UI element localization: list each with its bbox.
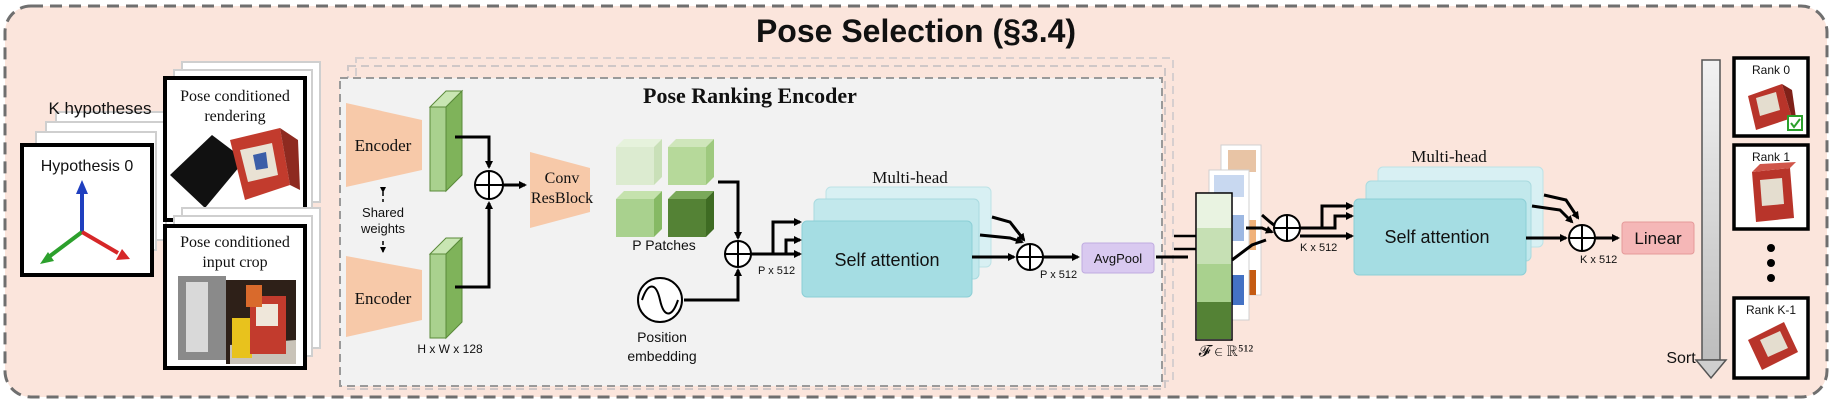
attention-dim-label: P x 512 bbox=[1040, 269, 1077, 281]
attention-residual-plus-icon bbox=[1016, 243, 1044, 271]
multihead-2-label: Multi-head bbox=[1411, 147, 1487, 166]
sort-arrow bbox=[1694, 59, 1728, 380]
multihead-1-label: Multi-head bbox=[872, 168, 948, 187]
feature-map-top bbox=[428, 89, 464, 193]
concat-plus-icon bbox=[474, 170, 504, 200]
axes-icon bbox=[40, 180, 130, 264]
feature-vectors bbox=[1195, 144, 1262, 341]
rendered-object-image bbox=[170, 128, 300, 208]
shared-weights-line2: weights bbox=[360, 221, 406, 236]
rank-last-label: Rank K-1 bbox=[1746, 303, 1796, 317]
shared-weights-line1: Shared bbox=[362, 205, 404, 220]
self-attention-2: Multi-head Self attention bbox=[1353, 147, 1544, 276]
hypothesis-0-label: Hypothesis 0 bbox=[41, 158, 134, 175]
k-hypotheses-label: K hypotheses bbox=[48, 99, 151, 118]
crop-label-line2: input crop bbox=[202, 254, 267, 271]
patches-grid bbox=[616, 139, 714, 237]
rendering-stack: Pose conditioned rendering bbox=[163, 61, 321, 222]
output-dim-label: K x 512 bbox=[1580, 254, 1617, 266]
rank-1-label: Rank 1 bbox=[1752, 150, 1790, 164]
encoder-bottom-label: Encoder bbox=[355, 289, 412, 308]
encoder-top: Encoder bbox=[346, 103, 422, 187]
panel-title: Pose Selection (§3.4) bbox=[756, 13, 1076, 49]
conv-label: Conv bbox=[545, 170, 580, 187]
stack-plus-icon bbox=[1273, 214, 1301, 242]
feature-dims-label: H x W x 128 bbox=[417, 342, 483, 356]
self-attention-1: Multi-head Self attention bbox=[801, 168, 992, 298]
stack-dim-label: K x 512 bbox=[1300, 242, 1337, 254]
encoder-top-label: Encoder bbox=[355, 136, 412, 155]
check-icon bbox=[1787, 115, 1803, 131]
crop-label-line1: Pose conditioned bbox=[180, 234, 290, 251]
position-embedding-icon bbox=[637, 277, 683, 323]
input-crop-image bbox=[178, 276, 296, 364]
output-plus-icon bbox=[1568, 224, 1596, 252]
more-ranks-ellipsis bbox=[1767, 244, 1775, 282]
feature-label: 𝓕 ∈ ℝ⁵¹² bbox=[1199, 343, 1254, 360]
position-embedding-line2: embedding bbox=[627, 348, 696, 364]
input-crop-stack: Pose conditioned input crop bbox=[163, 207, 321, 370]
hypotheses-stack: K hypotheses Hypothesis 0 bbox=[20, 99, 177, 277]
pos-add-dim-label: P x 512 bbox=[758, 265, 795, 277]
rank-last-card: Rank K-1 bbox=[1732, 296, 1810, 380]
linear-label: Linear bbox=[1634, 229, 1682, 248]
avgpool-block: AvgPool bbox=[1081, 242, 1155, 274]
rendering-label-line2: rendering bbox=[204, 108, 265, 125]
rank-0-label: Rank 0 bbox=[1752, 63, 1790, 77]
self-attention-1-label: Self attention bbox=[834, 250, 939, 270]
rank-1-card: Rank 1 bbox=[1732, 143, 1810, 231]
sort-label: Sort bbox=[1666, 350, 1696, 367]
self-attention-2-label: Self attention bbox=[1384, 227, 1489, 247]
resblock-label: ResBlock bbox=[531, 190, 593, 207]
patches-label: P Patches bbox=[632, 237, 696, 253]
encoder-section-title: Pose Ranking Encoder bbox=[643, 83, 857, 108]
rendering-label-line1: Pose conditioned bbox=[180, 88, 290, 105]
linear-block: Linear bbox=[1621, 221, 1695, 255]
pose-ranking-encoder-box: Pose Ranking Encoder bbox=[339, 57, 1174, 390]
position-embedding-line1: Position bbox=[637, 329, 687, 345]
avgpool-label: AvgPool bbox=[1094, 251, 1142, 266]
rank-0-card: Rank 0 bbox=[1732, 56, 1810, 138]
encoder-bottom: Encoder bbox=[346, 256, 422, 337]
conv-resblock: Conv ResBlock bbox=[530, 152, 593, 228]
feature-map-bottom bbox=[428, 236, 464, 340]
add-pos-plus-icon bbox=[724, 240, 752, 268]
